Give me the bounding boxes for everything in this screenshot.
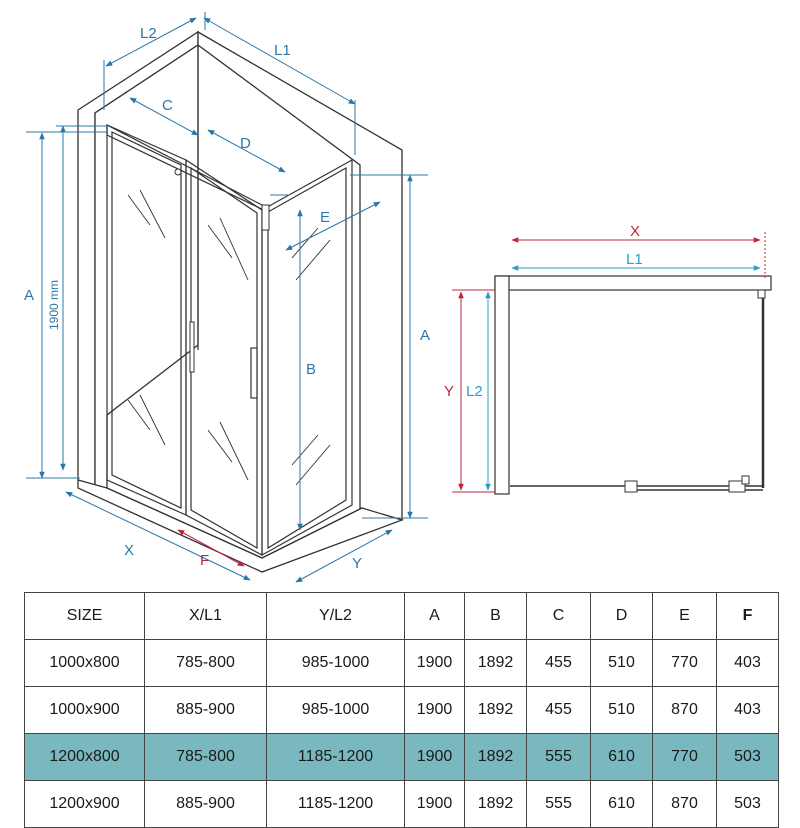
table-cell: 555 <box>526 780 591 828</box>
plan-roller-left <box>624 480 638 493</box>
plan-label-l1: L1 <box>626 251 643 268</box>
table-cell: 510 <box>590 686 653 734</box>
table-cell: 503 <box>716 733 779 781</box>
dim-line-l2 <box>105 17 197 67</box>
table-cell: 985-1000 <box>266 639 405 687</box>
label-c: C <box>162 97 173 114</box>
table-cell: 985-1000 <box>266 686 405 734</box>
plan-wall-bracket <box>757 289 766 299</box>
table-cell: 610 <box>590 733 653 781</box>
table-cell: 1185-1200 <box>266 733 405 781</box>
table-cell: 1892 <box>464 686 527 734</box>
label-a-left: A <box>24 287 34 304</box>
table-cell: 770 <box>652 639 717 687</box>
plan-back-wall <box>494 275 772 291</box>
table-cell: 510 <box>590 639 653 687</box>
table-cell: 870 <box>652 686 717 734</box>
roller-icon <box>174 168 182 176</box>
table-cell: 1900 <box>404 639 465 687</box>
plan-roller-right <box>728 480 746 493</box>
table-cell: 403 <box>716 639 779 687</box>
shower-enclosure-diagram: L2 L1 C D E A 1900 mm B A X F Y X L1 Y L… <box>24 12 772 583</box>
table-cell: 455 <box>526 686 591 734</box>
table-header-cell: X/L1 <box>144 592 267 640</box>
side-glass-panel <box>261 158 353 557</box>
table-header-cell: F <box>716 592 779 640</box>
back-walls <box>77 30 405 573</box>
iso-dimension-lines <box>26 12 428 583</box>
label-a-right: A <box>420 327 430 344</box>
fixed-handle-icon <box>189 321 195 373</box>
door-handle-icon <box>250 347 258 399</box>
dim-line-c <box>129 97 199 136</box>
table-cell: 1000x900 <box>24 686 145 734</box>
table-header-cell: C <box>526 592 591 640</box>
table-cell: 1200x900 <box>24 780 145 828</box>
label-l1: L1 <box>274 42 291 59</box>
label-height: 1900 mm <box>47 280 61 330</box>
dim-line-x <box>65 491 251 581</box>
label-f: F <box>200 552 209 569</box>
label-e: E <box>320 209 330 226</box>
table-header-cell: D <box>590 592 653 640</box>
plan-label-l2: L2 <box>466 383 483 400</box>
table-cell: 1000x800 <box>24 639 145 687</box>
table-cell: 1900 <box>404 733 465 781</box>
table-cell: 1892 <box>464 639 527 687</box>
table-header-cell: Y/L2 <box>266 592 405 640</box>
table-cell: 403 <box>716 686 779 734</box>
label-d: D <box>240 135 251 152</box>
table-cell: 870 <box>652 780 717 828</box>
side-panel-inner <box>267 166 347 550</box>
label-l2: L2 <box>140 25 157 42</box>
table-cell: 1185-1200 <box>266 780 405 828</box>
table-cell: 885-900 <box>144 686 267 734</box>
label-y: Y <box>352 555 362 572</box>
table-cell: 785-800 <box>144 639 267 687</box>
table-header-cell: E <box>652 592 717 640</box>
label-b: B <box>306 361 316 378</box>
plan-label-y: Y <box>444 383 454 400</box>
table-cell: 503 <box>716 780 779 828</box>
dim-line-f <box>177 529 245 567</box>
table-cell: 1892 <box>464 780 527 828</box>
dim-line-d <box>207 129 286 173</box>
plan-side-wall <box>494 275 510 495</box>
table-header-cell: B <box>464 592 527 640</box>
plan-handle-icon <box>741 475 750 485</box>
plan-view: X L1 Y L2 <box>444 223 772 495</box>
table-cell: 785-800 <box>144 733 267 781</box>
table-cell: 455 <box>526 639 591 687</box>
table-header-cell: A <box>404 592 465 640</box>
table-cell: 1900 <box>404 686 465 734</box>
table-header-cell: SIZE <box>24 592 145 640</box>
left-wall-face <box>94 43 199 489</box>
sliding-door-inner <box>190 166 258 550</box>
isometric-view: L2 L1 C D E A 1900 mm B A X F Y <box>24 12 430 583</box>
table-cell: 885-900 <box>144 780 267 828</box>
dim-line-y <box>295 529 393 583</box>
label-x: X <box>124 542 134 559</box>
table-cell: 1892 <box>464 733 527 781</box>
table-cell: 770 <box>652 733 717 781</box>
table-cell: 555 <box>526 733 591 781</box>
dim-line-l1 <box>203 17 356 105</box>
plan-label-x: X <box>630 223 640 240</box>
side-panel-frame <box>261 158 353 557</box>
table-cell: 1900 <box>404 780 465 828</box>
table-cell: 1200x800 <box>24 733 145 781</box>
table-cell: 610 <box>590 780 653 828</box>
corner-bracket <box>261 204 270 231</box>
